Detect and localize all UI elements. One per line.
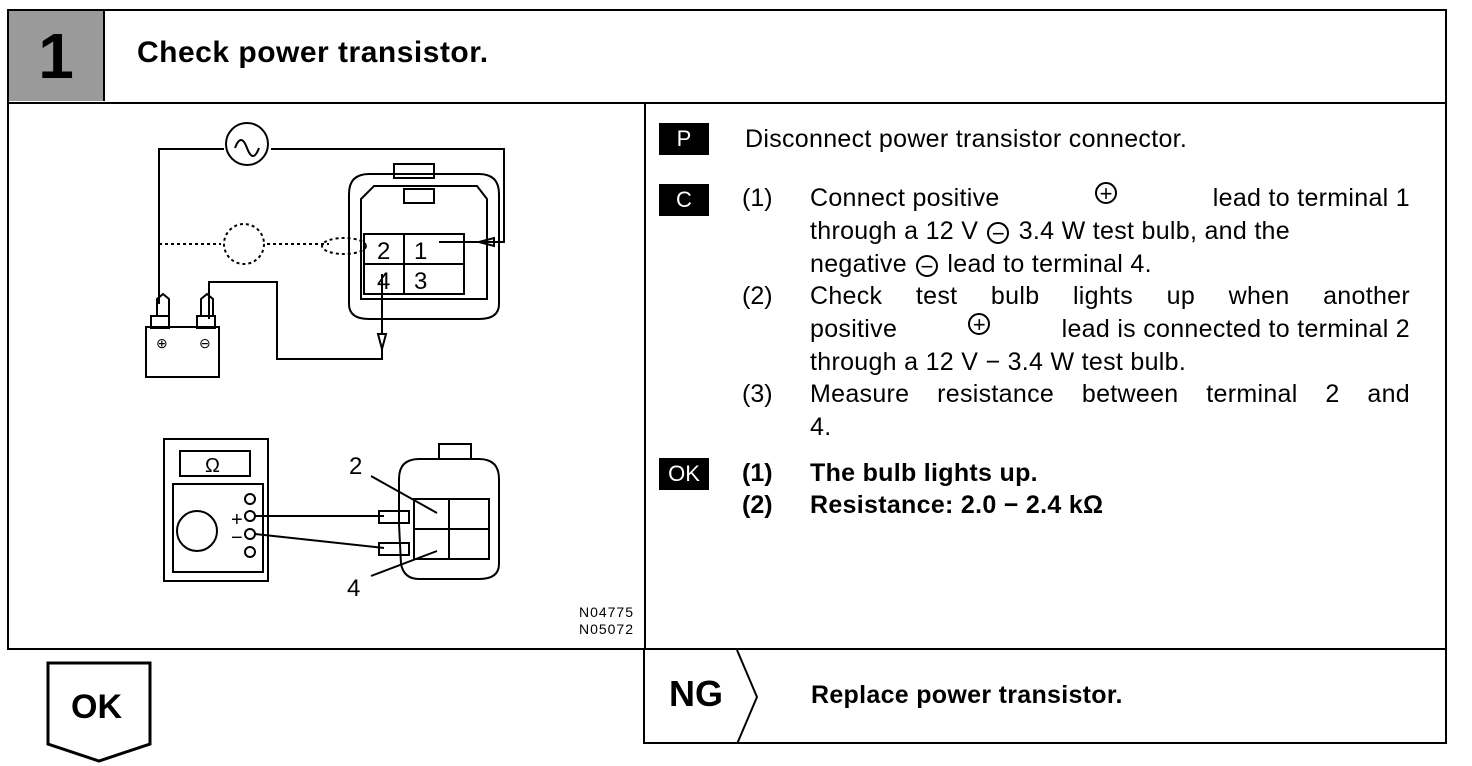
- terminal-2: 2: [377, 238, 390, 265]
- text-span: lead to terminal 1: [1212, 184, 1410, 212]
- ng-chevron: [736, 650, 759, 744]
- meter-minus: −: [231, 527, 243, 549]
- instruction-p-text: Disconnect power transistor connector.: [745, 125, 1188, 153]
- item-number: (2): [742, 282, 773, 310]
- text-span: lead is connected to terminal 2: [1061, 315, 1410, 343]
- ok-arrow-shape: [46, 661, 152, 763]
- positive-symbol-icon: +: [968, 313, 991, 336]
- terminal-4: 4: [377, 268, 390, 295]
- text-span: positive: [810, 315, 898, 343]
- step-number: 1: [9, 11, 105, 101]
- connector-top: [348, 173, 500, 320]
- wiring-diagram: 2 1 4 3 Ω 2 4 + − ⊕ ⊖: [145, 122, 505, 602]
- ok-result-line: Resistance: 2.0 − 2.4 kΩ: [810, 491, 1104, 519]
- ohmmeter: [163, 438, 269, 582]
- figure-code: N04775: [578, 604, 634, 620]
- item-number: (3): [742, 380, 773, 408]
- connector-bottom: [398, 458, 500, 580]
- instruction-line: positive + lead is connected to terminal 2: [810, 313, 1410, 346]
- instruction-line: Measure resistance between terminal 2 an…: [810, 380, 1410, 408]
- figure-codes: N04775 N05072: [579, 604, 634, 638]
- instruction-line: negative − lead to terminal 4.: [810, 248, 1152, 281]
- ng-frame: [643, 648, 1447, 744]
- positive-symbol-icon: +: [1095, 182, 1118, 205]
- text-span: through a 12 V: [810, 217, 979, 245]
- figure-code: N05072: [578, 621, 634, 637]
- dashed-bulb-icon: [223, 223, 265, 265]
- instruction-line: through a 12 V − 3.4 W test bulb.: [810, 348, 1187, 376]
- battery-plus: ⊕: [156, 335, 168, 351]
- instruction-line: Connect positive + lead to terminal 1: [810, 182, 1410, 215]
- text-span: 3.4 W test bulb, and the: [1018, 217, 1290, 245]
- text-span: lead to terminal 4.: [947, 250, 1152, 278]
- wire-top-right: [271, 148, 505, 243]
- tag-ok: OK: [659, 458, 709, 490]
- item-number: (1): [742, 184, 773, 212]
- meter-symbol: Ω: [205, 455, 220, 477]
- terminal-3: 3: [414, 268, 427, 295]
- instruction-line: through a 12 V − 3.4 W test bulb, and th…: [810, 215, 1290, 248]
- bulb-icon: [225, 122, 269, 166]
- minus-symbol-icon: −: [916, 255, 939, 278]
- text-span: negative: [810, 250, 907, 278]
- battery-minus: ⊖: [199, 335, 211, 351]
- ng-action: Replace power transistor.: [811, 681, 1123, 709]
- wire-top: [158, 148, 224, 304]
- item-number: (1): [742, 459, 773, 487]
- ng-label: NG: [669, 673, 723, 714]
- step-title: Check power transistor.: [137, 36, 489, 69]
- text-span: Connect positive: [810, 184, 1000, 212]
- item-number: (2): [742, 491, 773, 519]
- tag-c: C: [659, 184, 709, 216]
- instruction-line: 4.: [810, 413, 832, 441]
- instruction-line: Check test bulb lights up when another: [810, 282, 1410, 310]
- minus-symbol-icon: −: [987, 222, 1010, 245]
- meter-plus: +: [231, 509, 243, 531]
- ok-label: OK: [71, 688, 122, 726]
- tag-p: P: [659, 123, 709, 155]
- probe-label-2: 2: [349, 453, 362, 480]
- probe-label-4: 4: [347, 575, 360, 602]
- battery: [145, 326, 220, 378]
- ok-result-line: The bulb lights up.: [810, 459, 1038, 487]
- terminal-1: 1: [414, 238, 427, 265]
